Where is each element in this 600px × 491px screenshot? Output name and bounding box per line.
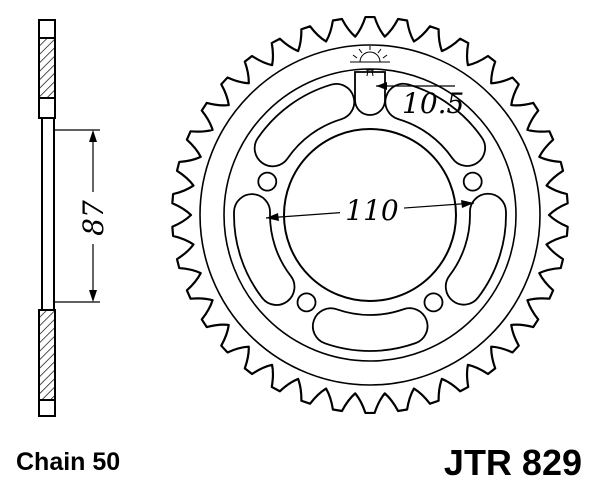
profile-tooth-bottom xyxy=(38,399,56,417)
dim-10-5-label: 10.5 xyxy=(402,87,464,120)
sprocket-outline xyxy=(171,15,569,415)
profile-hatch-bottom xyxy=(38,309,56,401)
dim-87-label: 87 xyxy=(77,200,110,236)
bolt-holes xyxy=(257,171,483,313)
dim-10-5-arrow xyxy=(376,82,387,90)
inner-circle xyxy=(223,68,517,362)
top-notch xyxy=(354,71,386,116)
dim-110-label: 110 xyxy=(345,194,398,227)
side-profile: 87 xyxy=(38,19,110,417)
lightening-window xyxy=(311,307,429,352)
chain-label: Chain 50 xyxy=(16,448,121,476)
part-number: JTR 829 xyxy=(443,442,582,483)
bolt-hole xyxy=(462,171,483,192)
dim-87-arrow-bottom xyxy=(89,290,97,302)
profile-tooth-top xyxy=(38,19,56,39)
sprocket-front-view: 10.5 110 xyxy=(171,15,569,415)
dim-87-arrow-top xyxy=(89,130,97,142)
bolt-hole xyxy=(423,292,444,313)
dim-110-arrow-right xyxy=(461,200,474,208)
bolt-hole xyxy=(296,292,317,313)
dim-110-arrow-left xyxy=(266,213,279,221)
profile-hub xyxy=(41,117,55,311)
bolt-hole xyxy=(257,171,278,192)
lightening-window xyxy=(253,83,356,168)
root-circle xyxy=(199,44,541,386)
sun-mark-icon xyxy=(350,46,390,77)
profile-hatch-top xyxy=(38,37,56,99)
center-bore xyxy=(283,128,457,302)
lightening-window xyxy=(233,193,296,306)
lightening-window xyxy=(444,192,507,306)
profile-step-top xyxy=(38,97,56,119)
